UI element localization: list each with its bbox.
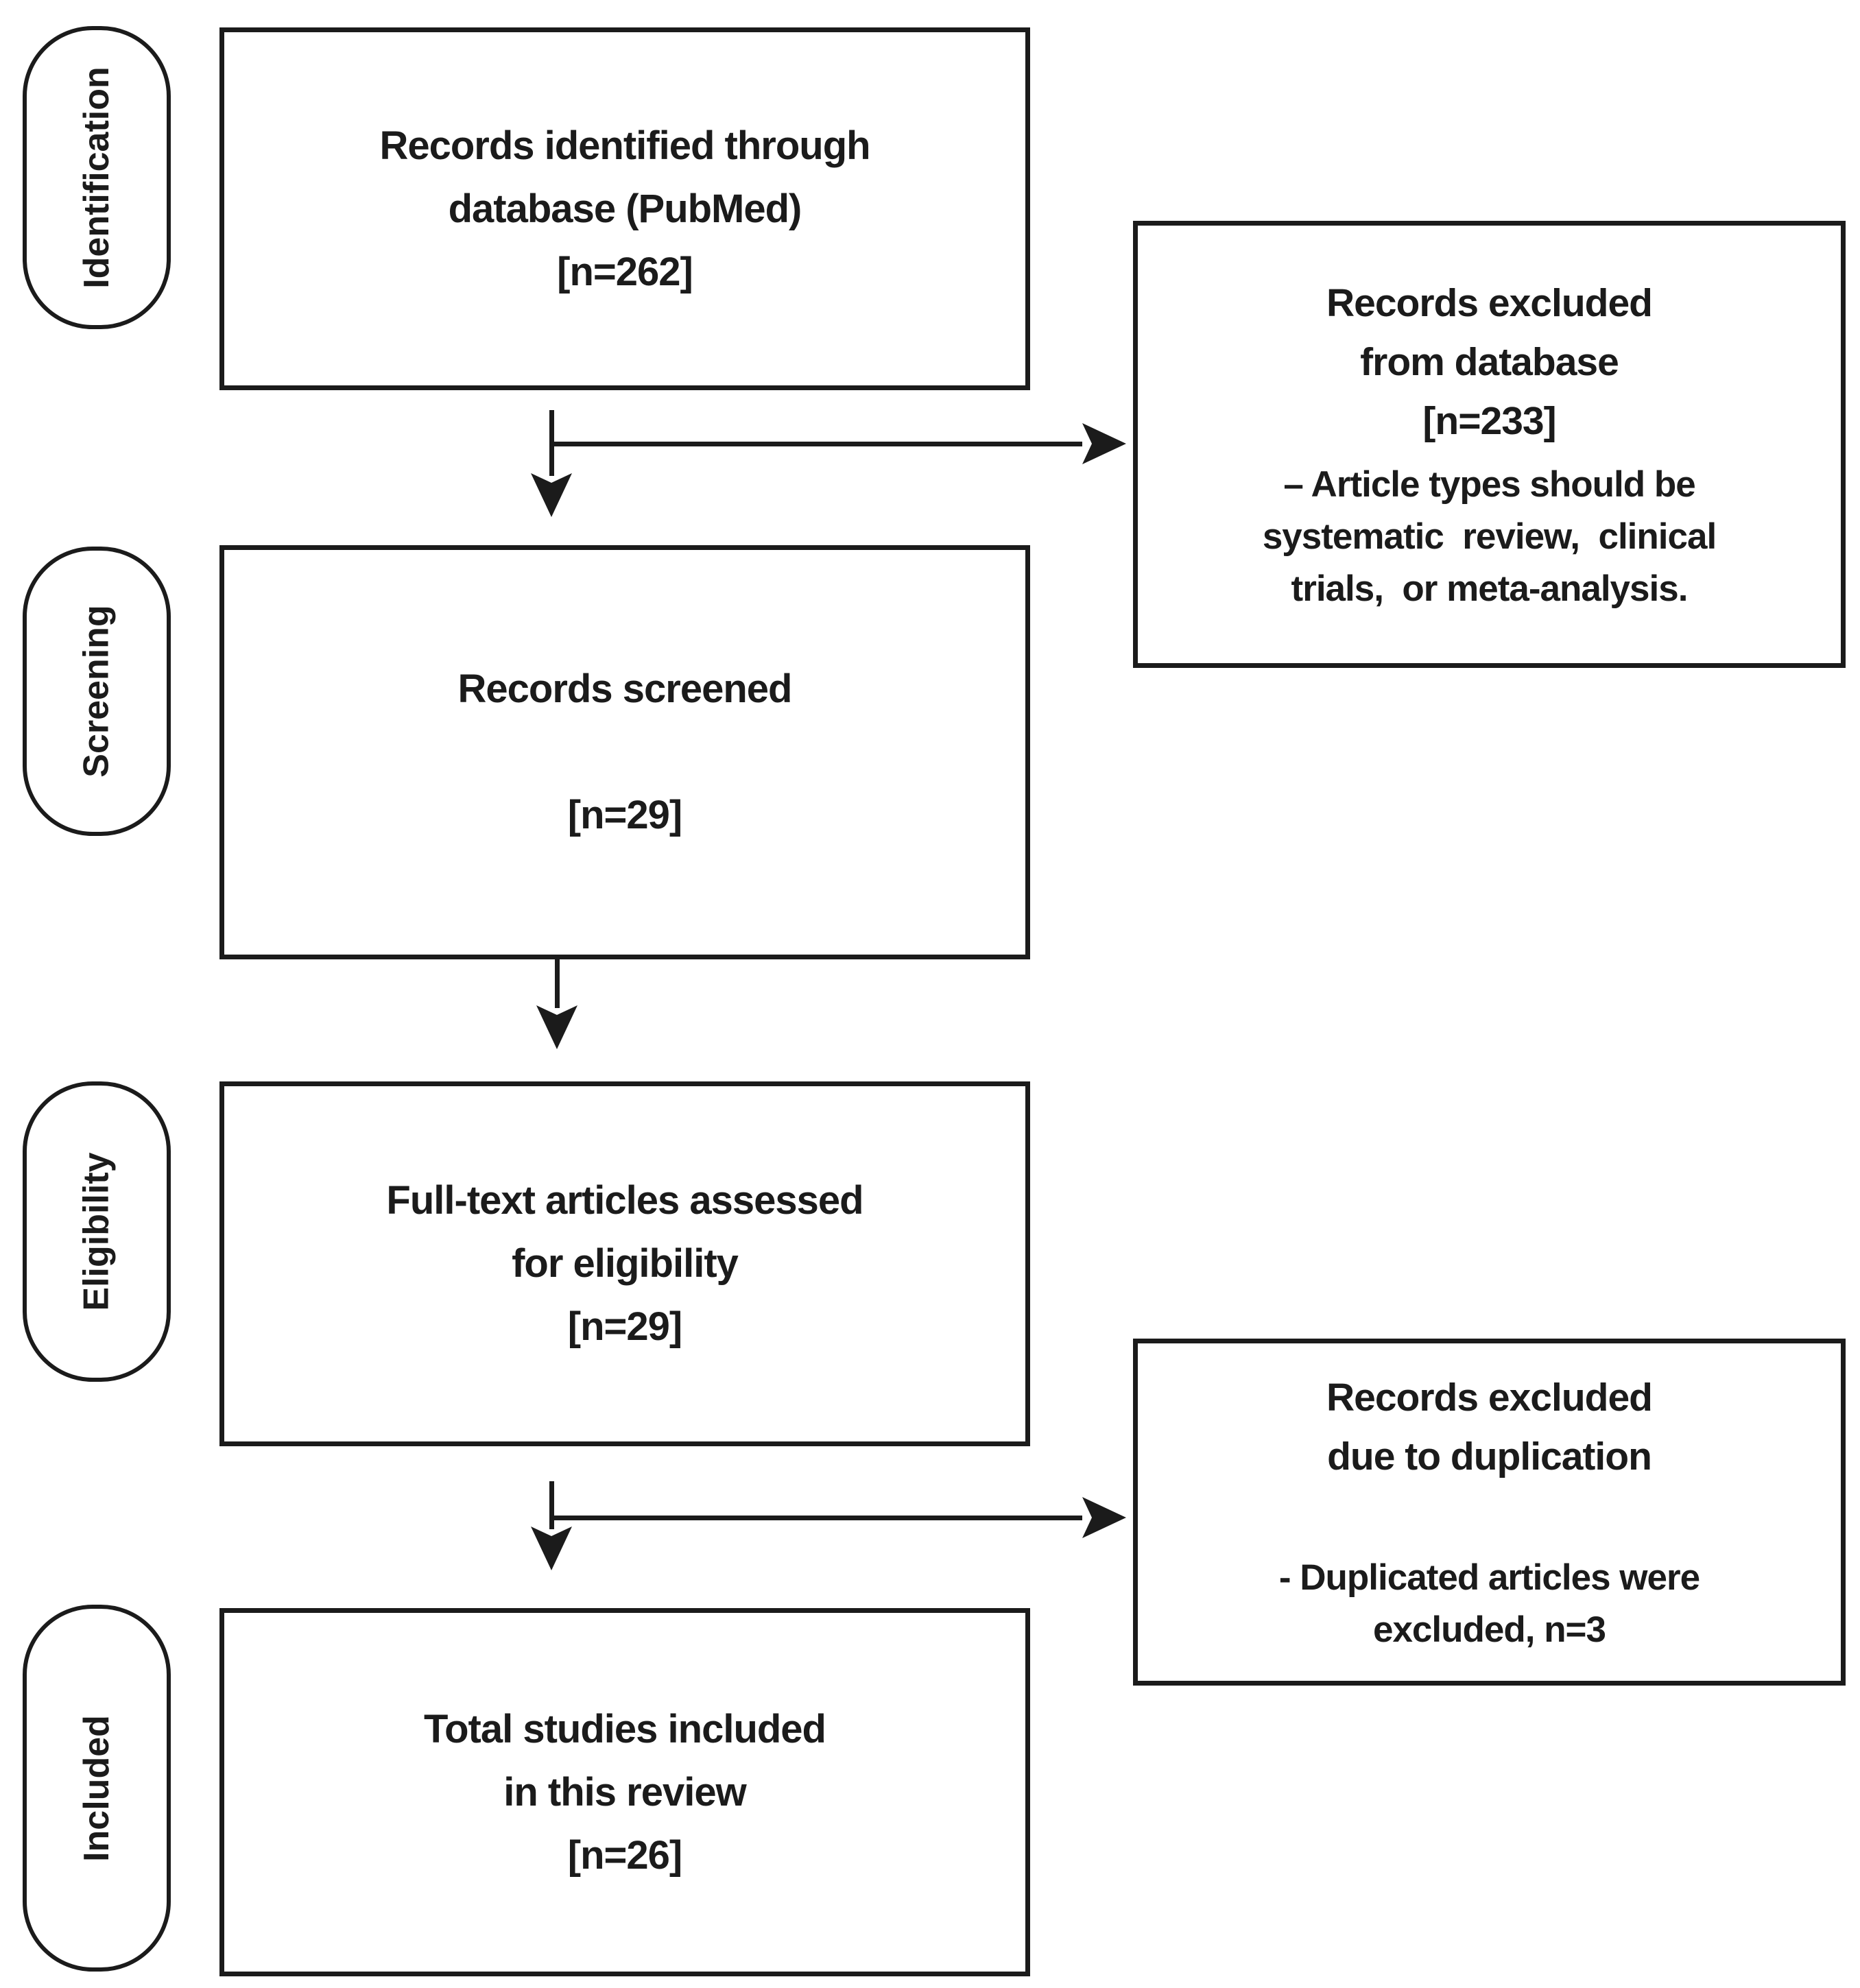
flow-box-records-screened: Records screened [n=29] [219, 545, 1030, 959]
box-line: excluded, n=3 [1372, 1609, 1606, 1650]
box-line: [n=29] [567, 793, 682, 837]
box-line: [n=262] [557, 249, 693, 294]
stage-label-included-text: Included [77, 1714, 117, 1862]
box-line: Full-text articles assessed [386, 1178, 863, 1223]
stage-label-screening: Screening [23, 547, 171, 836]
arrowhead-down-icon [536, 1005, 577, 1049]
side-box-detail: – Article types should be systematic rev… [1262, 459, 1717, 615]
box-line: trials, or meta-analysis. [1291, 568, 1689, 609]
stage-label-included: Included [23, 1605, 171, 1972]
box-line: [n=29] [567, 1304, 682, 1349]
box-line: - Duplicated articles were [1278, 1557, 1700, 1598]
box-line: Records excluded [1326, 1376, 1653, 1420]
arrow-line [555, 955, 560, 1008]
flow-box-fulltext-assessed: Full-text articles assessed for eligibil… [219, 1081, 1030, 1446]
box-line: database (PubMed) [448, 186, 802, 231]
box-line: from database [1360, 340, 1619, 384]
stage-label-eligibility: Eligibility [23, 1081, 171, 1382]
arrow-line [549, 1481, 554, 1529]
arrowhead-down-icon [531, 473, 572, 517]
box-line: Records excluded [1326, 281, 1653, 325]
box-line: Total studies included [424, 1706, 826, 1751]
stage-label-identification: Identification [23, 26, 171, 329]
side-box-excluded-database: Records excluded from database [n=233] –… [1133, 221, 1846, 668]
box-line: systematic review, clinical [1262, 516, 1717, 557]
stage-label-eligibility-text: Eligibility [77, 1152, 117, 1311]
stage-label-identification-text: Identification [77, 67, 117, 289]
side-box-excluded-duplication: Records excluded due to duplication - Du… [1133, 1339, 1846, 1686]
arrowhead-right-icon [1082, 1497, 1126, 1538]
side-box-detail: - Duplicated articles were excluded, n=3 [1279, 1552, 1700, 1656]
stage-label-screening-text: Screening [77, 605, 117, 778]
flow-box-total-included: Total studies included in this review [n… [219, 1608, 1030, 1976]
box-line: due to duplication [1327, 1435, 1652, 1478]
box-line: – Article types should be [1283, 464, 1695, 505]
arrow-line [549, 1516, 1082, 1520]
box-line: for eligibility [512, 1241, 739, 1286]
side-box-heading: Records excluded from database [n=233] [1326, 274, 1653, 451]
flow-box-records-identified: Records identified through database (Pub… [219, 27, 1030, 390]
box-line: [n=233] [1422, 399, 1556, 443]
box-line: Records identified through [379, 123, 870, 168]
box-line: in this review [503, 1769, 746, 1815]
arrowhead-right-icon [1082, 423, 1126, 464]
arrowhead-down-icon [531, 1526, 572, 1570]
box-line: [n=26] [567, 1832, 682, 1878]
side-box-heading: Records excluded due to duplication [1326, 1368, 1653, 1486]
box-line: Records screened [457, 667, 793, 711]
arrow-line [549, 442, 1082, 446]
